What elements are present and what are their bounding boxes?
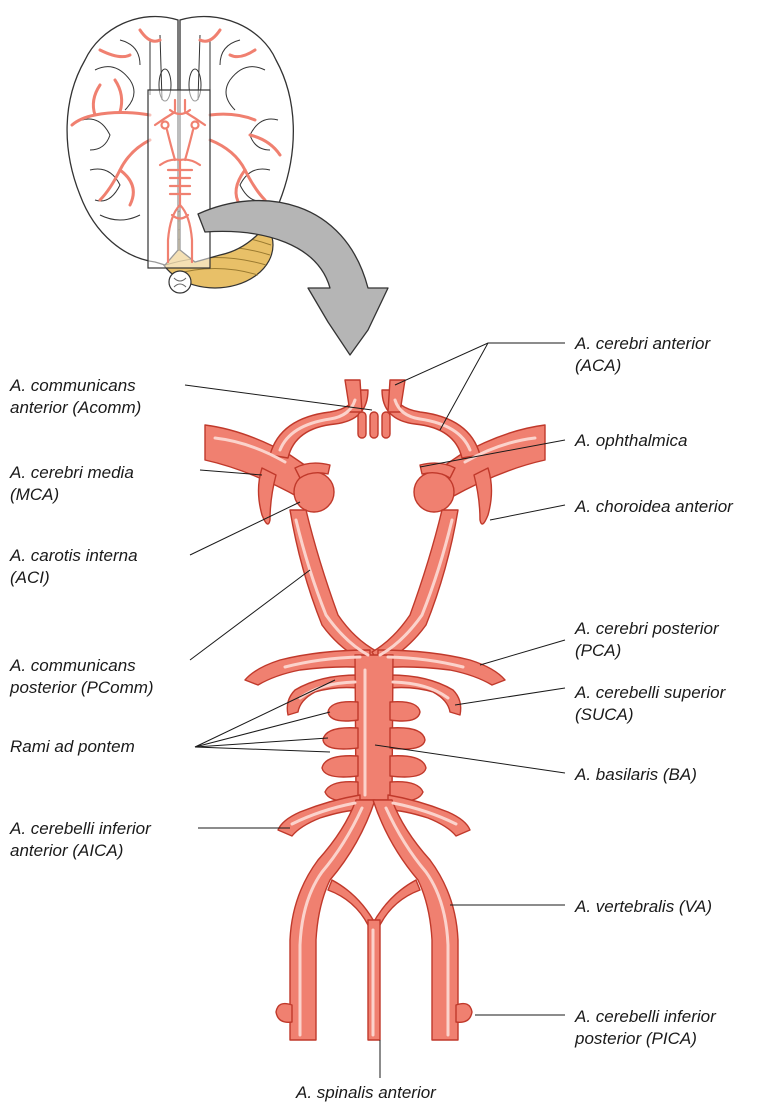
pcomm-left (290, 510, 378, 665)
label-pca: A. cerebri posterior(PCA) (575, 618, 719, 662)
achor-right (474, 468, 492, 524)
leader-pons-3 (195, 738, 328, 747)
pontine-right-1 (390, 702, 420, 721)
leader-achor (490, 505, 565, 520)
mca-left-branch (259, 468, 277, 524)
spinal-cord-section (169, 271, 191, 293)
acomm-vessel-2 (370, 412, 378, 438)
pontine-left-1 (328, 702, 358, 721)
spinal-branch-left (328, 880, 376, 925)
leader-pons-4 (195, 747, 330, 752)
leader-pca (480, 640, 565, 665)
basilar-trunk (355, 655, 393, 800)
pontine-left-2 (323, 728, 358, 749)
acomm-vessel-1 (358, 412, 366, 438)
label-suca: A. cerebelli superior(SUCA) (575, 682, 725, 726)
pica-right (456, 1004, 472, 1023)
label-aci: A. carotis interna(ACI) (10, 545, 138, 589)
label-choroidea-anterior: A. choroidea anterior (575, 496, 733, 518)
circle-of-willis (205, 380, 545, 1040)
leader-pons-1 (195, 680, 335, 747)
pontine-left-3 (322, 756, 358, 777)
leader-aci (190, 502, 300, 555)
leader-suca (455, 688, 565, 705)
acomm-vessel-3 (382, 412, 390, 438)
spinal-branch-right (372, 880, 420, 925)
label-va: A. vertebralis (VA) (575, 896, 712, 918)
pica-left (276, 1004, 292, 1023)
aci-right-cut (414, 472, 454, 512)
leader-pons-2 (195, 712, 330, 747)
label-mca: A. cerebri media(MCA) (10, 462, 134, 506)
label-aca: A. cerebri anterior(ACA) (575, 333, 710, 377)
leader-pcomm (190, 570, 310, 660)
pontine-right-3 (390, 756, 426, 777)
brain-thumbnail (67, 16, 293, 293)
label-spinalis-anterior: A. spinalis anterior (296, 1082, 436, 1104)
pontine-right-2 (390, 728, 425, 749)
label-ophthalmica: A. ophthalmica (575, 430, 687, 452)
pcomm-right (372, 510, 458, 665)
label-rami-ad-pontem: Rami ad pontem (10, 736, 135, 758)
leader-acomm (185, 385, 372, 410)
label-ba: A. basilaris (BA) (575, 764, 697, 786)
